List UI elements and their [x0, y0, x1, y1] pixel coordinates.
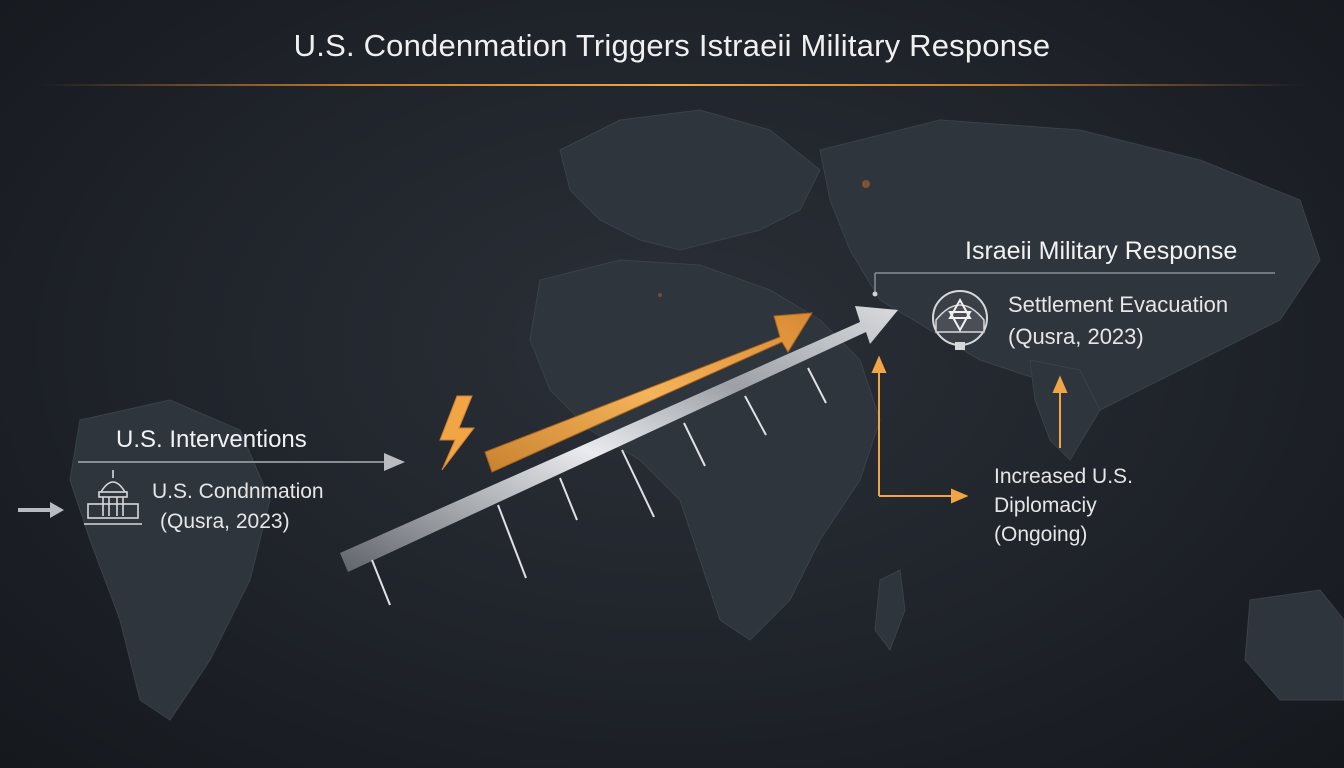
input-arrow-icon: [18, 502, 64, 518]
left-heading: U.S. Interventions: [116, 426, 307, 453]
capitol-building-icon: [84, 470, 142, 525]
diplomacy-label-line1: Increased U.S.: [994, 465, 1133, 488]
timeline-ticks: [371, 367, 827, 606]
star-of-david-helmet-icon: [932, 290, 988, 350]
diplomacy-label-line2: Diplomaciy: [994, 494, 1097, 517]
timeline-arrow: [340, 306, 898, 572]
settlement-evacuation-date: (Qusra, 2023): [1008, 324, 1144, 349]
up-arrow-icon: [1052, 375, 1068, 448]
escalation-arrow: [484, 312, 813, 473]
diplomacy-connector: [871, 355, 969, 504]
right-heading: Israeii Military Response: [965, 237, 1238, 265]
title-divider: [40, 84, 1304, 86]
page-title: U.S. Condenmation Triggers Istraeii Mili…: [293, 28, 1051, 63]
settlement-evacuation-label: Settlement Evacuation: [1008, 292, 1229, 317]
left-heading-arrow-icon: [384, 453, 405, 471]
us-condemnation-label: U.S. Condnmation: [152, 480, 324, 503]
lightning-icon: [439, 395, 476, 471]
us-condemnation-date: (Qusra, 2023): [160, 510, 290, 533]
diplomacy-label-line3: (Ongoing): [994, 523, 1088, 546]
